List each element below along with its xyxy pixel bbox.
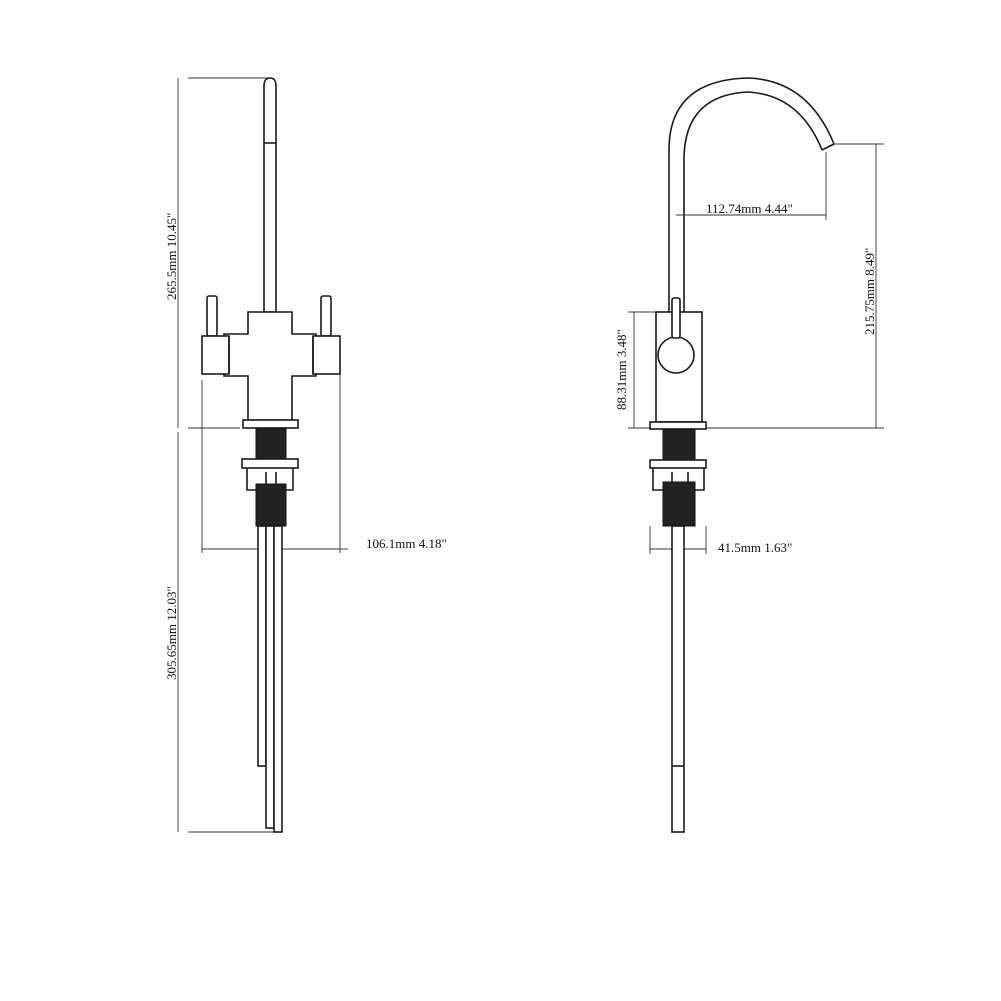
- side-base-flange: [649, 421, 707, 430]
- side-spout-height-label: 215.75mm 8.49": [862, 248, 877, 335]
- side-body-height-label: 88.31mm 3.48": [614, 329, 629, 410]
- front-height-lower-label: 305.65mm 12.03": [164, 586, 179, 680]
- side-lower-thread: [662, 481, 696, 527]
- front-height-upper-label: 265.5mm 10.45": [164, 213, 179, 300]
- front-threaded-shank: [255, 427, 287, 461]
- side-gooseneck-spout: [668, 77, 835, 312]
- side-threaded-shank: [662, 428, 696, 462]
- side-reach-label: 112.74mm 4.44": [706, 201, 793, 216]
- side-valve-body: [655, 297, 703, 423]
- front-width-label: 106.1mm 4.18": [366, 536, 447, 551]
- side-base-width-label: 41.5mm 1.63": [718, 540, 792, 555]
- front-valve-body: [201, 311, 341, 421]
- front-left-handle: [206, 295, 218, 337]
- front-base-flange: [242, 419, 299, 429]
- front-mounting-bracket: [241, 458, 299, 491]
- side-reach-dimension: [676, 152, 827, 220]
- side-body-height-dimension: [628, 311, 656, 429]
- side-spout-height-dimension: [704, 143, 884, 429]
- side-supply-tube: [671, 525, 685, 833]
- front-upper-height-dimension: [177, 77, 270, 429]
- front-view: 265.5mm 10.45" 305.65mm 12.03" 106.1mm 4…: [164, 77, 447, 833]
- front-lower-height-dimension: [177, 432, 276, 833]
- front-supply-tubes: [257, 525, 283, 833]
- front-lower-thread: [255, 483, 287, 527]
- front-spout: [263, 77, 277, 313]
- side-view: 112.74mm 4.44" 215.75mm 8.49" 88.31mm 3.…: [614, 77, 884, 833]
- front-right-handle: [320, 295, 332, 337]
